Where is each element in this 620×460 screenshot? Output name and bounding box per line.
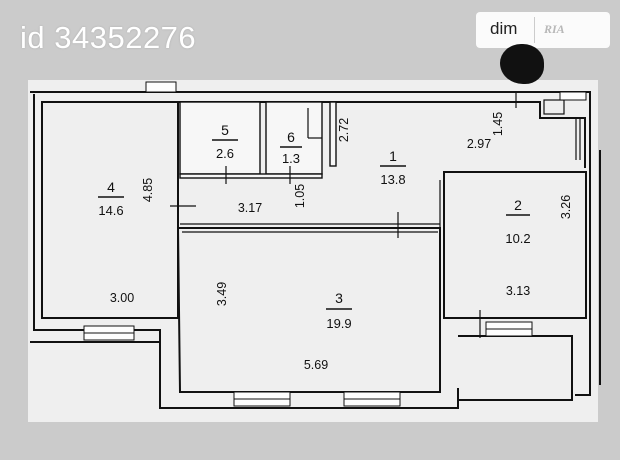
riser-box [543,99,565,115]
room-1-number: 1 [389,148,397,164]
exterior-walls [30,91,601,409]
wall-top-inner [178,101,586,168]
partition-wall [329,101,337,167]
listing-id: id 34352276 [20,20,197,55]
wall-bottom [159,330,459,409]
brand-logo-text: dim [490,19,518,38]
dim-2-97: 2.97 [467,137,491,151]
room-labels: 4 14.6 5 2.6 6 1.3 1 13.8 2 10.2 3 19.9 [98,122,530,331]
wall-fills [179,101,337,179]
brand-sub-logo: RIA [544,22,565,36]
dim-5-69: 5.69 [304,358,328,372]
room-1-area: 13.8 [380,172,405,187]
dim-3-26: 3.26 [559,195,573,219]
room-2-outline [443,171,587,319]
room-3-area: 19.9 [326,316,351,331]
room-3-outline [176,227,441,393]
room-2-area: 10.2 [505,231,530,246]
window-top-right [559,91,587,101]
dim-1-05: 1.05 [293,184,307,208]
windows [83,81,587,407]
room-5-number: 5 [221,122,229,138]
dim-3-49: 3.49 [215,282,229,306]
dim-4-85: 4.85 [141,178,155,202]
room-4-area: 14.6 [98,203,123,218]
dim-3-13: 3.13 [506,284,530,298]
dim-2-72: 2.72 [337,118,351,142]
room-fraction-lines [98,139,530,310]
corridor-wall [179,173,323,179]
room-5-box [179,101,261,175]
window-top-left [145,81,177,93]
room-6-number: 6 [287,129,295,145]
interior-lines [170,92,581,338]
wall-top-right [30,91,591,396]
room-2-number: 2 [514,197,522,213]
dim-3-00: 3.00 [110,291,134,305]
dimension-labels: 4.85 3.00 3.17 1.05 2.72 2.97 1.45 3.26 … [110,112,573,372]
pointer-cursor-icon [500,44,544,84]
room-5-area: 2.6 [216,146,234,161]
room-4-outline [41,101,179,319]
room-3-number: 3 [335,290,343,306]
brand-badge[interactable]: dim RIA [476,12,610,48]
dim-3-17: 3.17 [238,201,262,215]
room-4-number: 4 [107,179,115,195]
room-6-area: 1.3 [282,151,300,166]
dim-1-45: 1.45 [491,112,505,136]
brand-separator [534,17,535,43]
